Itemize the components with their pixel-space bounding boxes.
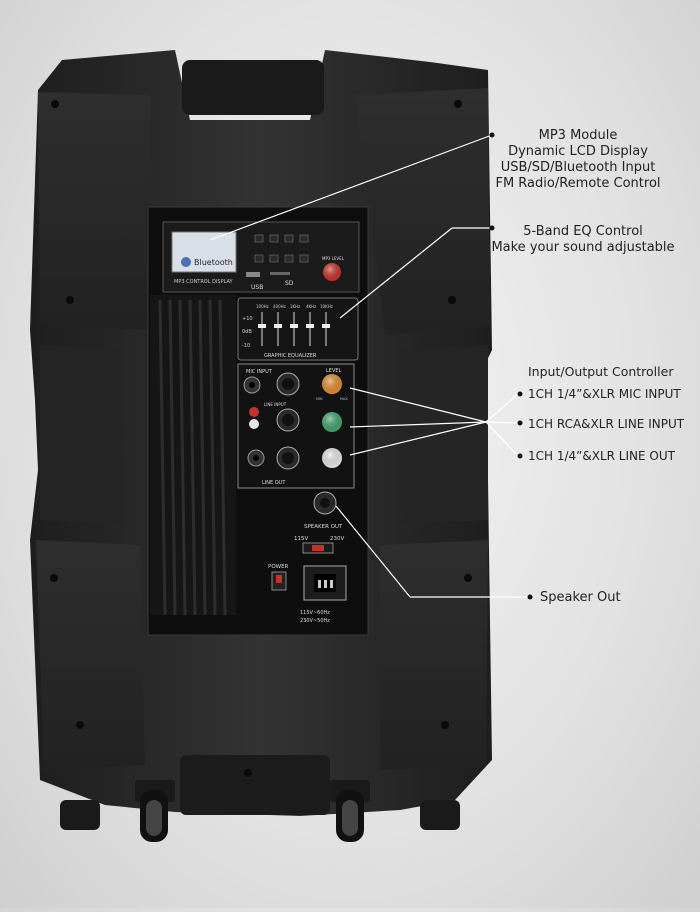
lcd-display-text: Bluetooth bbox=[194, 258, 233, 267]
callout-dot bbox=[517, 453, 523, 459]
eq-scale-mid: 0dB bbox=[242, 329, 252, 335]
callout-eq: 5-Band EQ Control Make your sound adjust… bbox=[488, 224, 678, 256]
rca-jack-white[interactable] bbox=[249, 419, 259, 429]
mic-input-label: MIC INPUT bbox=[246, 369, 273, 375]
rca-jack-red[interactable] bbox=[249, 407, 259, 417]
callout-mp3-line1: MP3 Module bbox=[538, 128, 618, 143]
speaker-out-label: SPEAKER OUT bbox=[304, 524, 343, 530]
wheels bbox=[60, 780, 460, 842]
callout-dot bbox=[517, 420, 523, 426]
io-section: MIC INPUT LINE INPUT LINE OUT LEVEL MIN bbox=[237, 363, 355, 489]
mp3-button[interactable] bbox=[254, 254, 264, 263]
heat-sink bbox=[150, 295, 236, 616]
power-rating-2: 230V~50Hz bbox=[300, 618, 330, 624]
callout-dot bbox=[527, 594, 533, 600]
bluetooth-icon bbox=[181, 257, 191, 267]
usb-label: USB bbox=[251, 284, 263, 291]
line-input-label: LINE INPUT bbox=[264, 402, 287, 407]
callout-io-title: Input/Output Controller bbox=[528, 364, 674, 379]
callout-mp3-line3: USB/SD/Bluetooth Input bbox=[500, 160, 656, 175]
eq-freq-5: 10KHz bbox=[320, 304, 333, 309]
eq-slider-handle[interactable] bbox=[274, 324, 282, 328]
level-label: LEVEL bbox=[326, 368, 342, 374]
callout-dot bbox=[489, 225, 495, 231]
mp3-button[interactable] bbox=[269, 254, 279, 263]
callout-io-line-in: 1CH RCA&XLR LINE INPUT bbox=[528, 417, 685, 431]
max-label: MAX bbox=[340, 397, 348, 401]
power-label: POWER bbox=[268, 564, 289, 570]
callout-dot bbox=[489, 132, 495, 138]
sd-label: SD bbox=[285, 280, 294, 287]
eq-slider-handle[interactable] bbox=[306, 324, 314, 328]
voltage-230-label: 230V bbox=[330, 536, 344, 542]
mp3-button[interactable] bbox=[284, 254, 294, 263]
eq-scale-bot: -10 bbox=[242, 343, 250, 349]
mp3-button[interactable] bbox=[269, 234, 279, 243]
eq-freq-1: 100Hz bbox=[256, 304, 269, 309]
eq-slider-handle[interactable] bbox=[258, 324, 266, 328]
min-label: MIN bbox=[316, 397, 323, 401]
graphic-equalizer: 100Hz 400Hz 1KHz 4KHz 10KHz +10 0dB -10 bbox=[237, 297, 359, 361]
callout-io-mic: 1CH 1/4”&XLR MIC INPUT bbox=[528, 387, 681, 401]
callout-dot bbox=[517, 391, 523, 397]
callout-eq-line2: Make your sound adjustable bbox=[491, 240, 675, 255]
callout-lines bbox=[209, 134, 528, 598]
callout-mp3: MP3 Module Dynamic LCD Display USB/SD/Bl… bbox=[488, 128, 668, 192]
amplifier-plate: Bluetooth MP3 CONTROL DISPLAY USB SD MP3… bbox=[147, 206, 369, 636]
power-rating-1: 115V~60Hz bbox=[300, 610, 330, 616]
eq-freq-2: 400Hz bbox=[273, 304, 286, 309]
usb-port[interactable] bbox=[246, 272, 260, 277]
callout-eq-line1: 5-Band EQ Control bbox=[523, 224, 643, 239]
mp3-level-label: MP3 LEVEL bbox=[322, 256, 345, 261]
eq-freq-4: 4KHz bbox=[306, 304, 316, 309]
mp3-button[interactable] bbox=[284, 234, 294, 243]
eq-slider-handle[interactable] bbox=[322, 324, 330, 328]
mp3-display-label: MP3 CONTROL DISPLAY bbox=[174, 279, 234, 285]
callout-mp3-line2: Dynamic LCD Display bbox=[508, 144, 648, 159]
callout-mp3-line4: FM Radio/Remote Control bbox=[495, 176, 661, 191]
eq-freq-3: 1KHz bbox=[290, 304, 300, 309]
line-out-label: LINE OUT bbox=[262, 480, 286, 486]
eq-slider-handle[interactable] bbox=[290, 324, 298, 328]
mp3-button[interactable] bbox=[254, 234, 264, 243]
mp3-button[interactable] bbox=[299, 234, 309, 243]
callout-io-line-out: 1CH 1/4”&XLR LINE OUT bbox=[528, 449, 675, 463]
mp3-button[interactable] bbox=[299, 254, 309, 263]
mp3-module: Bluetooth MP3 CONTROL DISPLAY USB SD MP3… bbox=[162, 221, 360, 293]
callout-speaker-out: Speaker Out bbox=[540, 590, 621, 605]
sd-slot[interactable] bbox=[270, 272, 290, 275]
voltage-115-label: 115V bbox=[294, 536, 308, 542]
eq-title: GRAPHIC EQUALIZER bbox=[264, 353, 317, 359]
eq-scale-top: +10 bbox=[242, 316, 253, 322]
